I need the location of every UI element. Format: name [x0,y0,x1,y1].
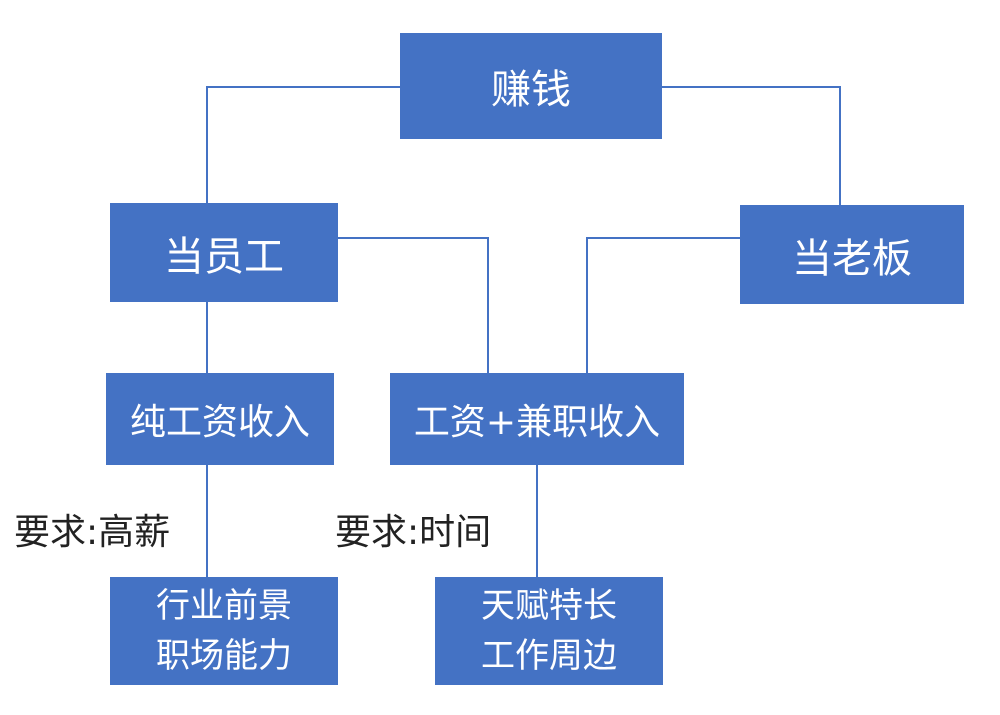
node-talent-line-1: 天赋特长 [481,586,617,626]
node-root: 赚钱 [400,33,662,139]
node-industry-line-1: 行业前景 [156,586,292,626]
node-pure-salary-text: 纯工资收入 [129,402,310,443]
connector-employee-salary-parttime [338,237,489,373]
node-boss-text: 当老板 [792,235,912,282]
node-employee: 当员工 [110,203,338,302]
node-industry-line-2: 职场能力 [156,636,292,676]
node-talent: 天赋特长 工作周边 [435,577,663,685]
label-requirement-time: 要求:时间 [335,512,492,553]
connector-root-boss [662,86,841,205]
node-root-text: 赚钱 [491,67,571,113]
node-employee-text: 当员工 [164,233,284,280]
node-pure-salary: 纯工资收入 [106,373,334,465]
connector-boss-salary-parttime [586,237,740,373]
node-talent-line-2: 工作周边 [481,636,617,676]
node-industry: 行业前景 职场能力 [110,577,338,685]
node-salary-parttime: 工资+兼职收入 [390,373,684,465]
node-salary-parttime-text: 工资+兼职收入 [413,402,661,443]
label-requirement-salary: 要求:高薪 [14,512,171,553]
node-boss: 当老板 [740,205,964,304]
connector-root-employee [206,86,400,203]
